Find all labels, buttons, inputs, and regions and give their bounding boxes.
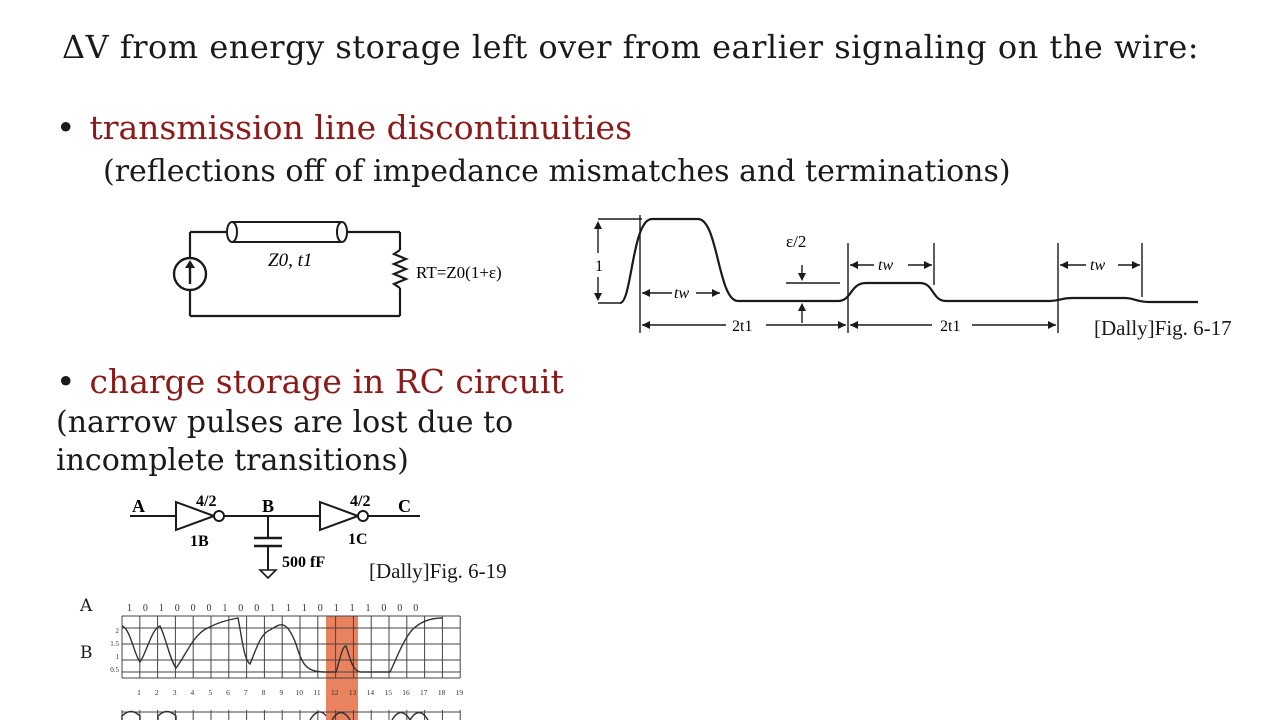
capacitor-label: 500 fF [282,554,325,571]
inverter-2-icon [319,500,361,532]
termination-label: RT=Z0(1+ε) [416,263,502,282]
signal-trace [619,217,1198,305]
bullet-marker: • [56,362,76,401]
y-axis: 2 1.5 1 0.5 [110,627,119,674]
bullet-marker: • [56,108,76,147]
x-tick-label: 14 [367,688,375,697]
bit-label: 1 [222,603,227,614]
bit-label: 0 [254,603,259,614]
node-label: A [132,496,145,516]
slide-title: ΔV from energy storage left over from ea… [62,28,1200,66]
y-tick-label: 0.5 [110,666,119,674]
detail-line: incomplete transitions) [56,443,409,478]
x-tick-label: 19 [456,688,464,697]
bullet-heading: charge storage in RC circuit [89,362,564,401]
resistor-icon [391,249,409,289]
inverter-1-icon [175,500,217,532]
bullet-heading: transmission line discontinuities [89,108,633,147]
bullet-detail: (narrow pulses are lost due to incomplet… [56,404,576,480]
bit-label: 0 [397,603,402,614]
reflection-waveform: 1 ε/2 tw tw tw 2t1 2t1 [594,215,1198,335]
gate-size-label: 4/2 [350,493,370,510]
tw-label: tw [674,285,689,302]
x-tick-label: 16 [402,688,410,697]
bit-label: 1 [286,603,291,614]
bit-label: 0 [413,603,418,614]
bit-label: 1 [127,603,132,614]
inverter-chain-diagram: A B C 4/2 1B 4/2 1C 500 fF [130,493,420,580]
tw-label: tw [878,257,893,274]
ground-icon [258,569,278,580]
y-tick-label: 1 [116,653,120,661]
x-tick-label: 3 [173,688,177,697]
node-label: C [398,496,411,516]
node-a-trace [121,710,429,720]
x-tick-label: 11 [313,688,320,697]
x-tick-label: 10 [295,688,303,697]
x-tick-label: 17 [420,688,428,697]
x-tick-label: 12 [331,688,339,697]
tline-circuit-diagram: Z0, t1 RT=Z0(1+ε) [172,221,502,318]
gate-name-label: 1C [348,531,368,548]
x-tick-label: 5 [208,688,212,697]
row-label-a: A [80,596,93,616]
bullet-rc-circuit: • charge storage in RC circuit [56,362,564,401]
amplitude-label: 1 [595,258,603,275]
highlight-region [326,616,358,720]
row-label-b: B [80,643,93,663]
x-tick-label: 9 [280,688,284,697]
detail-line: (narrow pulses are lost due to [56,405,514,440]
x-tick-label: 8 [262,688,266,697]
gate-name-label: 1B [190,533,209,550]
tw-label: tw [1090,257,1105,274]
bit-label: 0 [238,603,243,614]
current-source-icon [172,256,208,292]
round-trip-label: 2t1 [940,318,960,335]
x-tick-label: 7 [244,688,248,697]
x-tick-label: 15 [384,688,392,697]
inverter-bubble [357,510,369,522]
bit-label: 1 [366,603,371,614]
bit-label: 0 [175,603,180,614]
node-label: B [262,496,274,516]
y-tick-label: 2 [116,627,120,635]
figure-reference: [Dally]Fig. 6-19 [369,559,507,583]
transmission-line-icon [226,221,348,243]
bit-label: 1 [159,603,164,614]
bit-label: 0 [207,603,212,614]
x-tick-label: 2 [155,688,159,697]
epsilon-label: ε/2 [786,232,806,251]
bit-label: 1 [302,603,307,614]
bit-label: 0 [191,603,196,614]
arrowheads [594,221,1140,329]
x-tick-label: 1 [137,688,141,697]
y-tick-label: 1.5 [110,640,119,648]
bit-label: 1 [334,603,339,614]
x-tick-label: 18 [438,688,446,697]
bit-label: 0 [318,603,323,614]
bit-label: 0 [381,603,386,614]
line-label: Z0, t1 [268,250,312,271]
x-tick-label: 4 [191,688,195,697]
round-trip-label: 2t1 [732,318,752,335]
node-b-trace [121,617,443,673]
bit-label: 0 [143,603,148,614]
bullet-transmission-line: • transmission line discontinuities [56,108,632,147]
gate-size-label: 4/2 [196,493,216,510]
bit-label: 1 [350,603,355,614]
plot-grid [121,615,461,720]
bit-label: 1 [270,603,275,614]
x-tick-label: 13 [349,688,357,697]
inverter-bubble [213,510,225,522]
figure-reference: [Dally]Fig. 6-17 [1094,316,1232,340]
x-tick-label: 6 [226,688,230,697]
bullet-detail: (reflections off of impedance mismatches… [103,154,1011,189]
